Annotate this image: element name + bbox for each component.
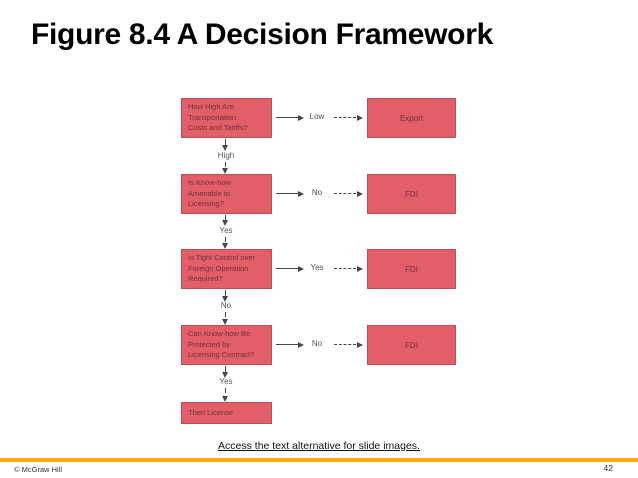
arrowhead-down-icon: [222, 243, 228, 249]
copyright-text: © McGraw Hill: [14, 465, 63, 474]
connector-line-dashed: [225, 237, 226, 242]
flow-node-text: FDI: [405, 264, 418, 274]
flow-node-export: Export: [367, 98, 456, 138]
arrowhead-down-icon: [222, 220, 228, 226]
arrowhead-down-icon: [222, 319, 228, 325]
flow-node-text: Then License: [188, 407, 234, 417]
flow-node-then-license: Then License: [181, 402, 272, 424]
connector-line: [276, 268, 299, 269]
connector-line-dashed: [225, 388, 226, 393]
connector-line: [276, 344, 299, 345]
flow-node-fdi-1: FDI: [367, 174, 456, 214]
flow-node-text: Can Know-how Be Protected by Licensing C…: [188, 329, 255, 360]
accent-bar: [0, 458, 638, 462]
down-label-yes: Yes: [219, 377, 233, 386]
flow-node-text: FDI: [405, 189, 418, 199]
flow-node-text: Is Know-how Amenable to Licensing?: [188, 178, 231, 209]
arrowhead-down-icon: [222, 396, 228, 402]
connector-line: [225, 366, 226, 373]
arrowhead-down-icon: [222, 372, 228, 378]
branch-label-no: No: [311, 339, 323, 348]
flow-node-fdi-3: FDI: [367, 325, 456, 365]
branch-label-low: Low: [309, 112, 325, 121]
connector-line-dashed: [334, 344, 356, 345]
arrowhead-right-icon: [298, 266, 304, 272]
down-label-yes: Yes: [219, 226, 233, 235]
flow-node-text: How High Are Transportation Costs and Ta…: [188, 102, 248, 133]
flow-node-transport-costs: How High Are Transportation Costs and Ta…: [181, 98, 272, 138]
arrowhead-down-icon: [222, 168, 228, 174]
down-label-no: No: [220, 301, 232, 310]
page-number: 42: [603, 463, 613, 473]
arrowhead-right-icon: [298, 191, 304, 197]
arrowhead-right-icon: [357, 191, 363, 197]
arrowhead-down-icon: [222, 145, 228, 151]
text-alternative-link[interactable]: Access the text alternative for slide im…: [218, 440, 420, 452]
flow-node-text: Is Tight Control over Foreign Operation …: [188, 253, 256, 284]
arrowhead-right-icon: [357, 342, 363, 348]
connector-line: [276, 193, 299, 194]
flow-node-knowhow-protected: Can Know-how Be Protected by Licensing C…: [181, 325, 272, 365]
branch-label-yes: Yes: [310, 263, 324, 272]
connector-line-dashed: [334, 193, 356, 194]
flow-node-text: Export: [399, 113, 424, 123]
connector-line-dashed: [225, 162, 226, 167]
connector-line-dashed: [334, 268, 356, 269]
arrowhead-right-icon: [357, 115, 363, 121]
flow-node-text: FDI: [405, 340, 418, 350]
arrowhead-right-icon: [357, 266, 363, 272]
connector-line: [276, 117, 299, 118]
branch-label-no: No: [311, 188, 323, 197]
connector-line: [225, 290, 226, 297]
connector-line: [225, 139, 226, 146]
arrowhead-right-icon: [298, 115, 304, 121]
arrowhead-down-icon: [222, 296, 228, 302]
arrowhead-right-icon: [298, 342, 304, 348]
slide-title: Figure 8.4 A Decision Framework: [31, 18, 493, 51]
flow-node-knowhow-licensing: Is Know-how Amenable to Licensing?: [181, 174, 272, 214]
flow-node-fdi-2: FDI: [367, 249, 456, 289]
flow-node-tight-control: Is Tight Control over Foreign Operation …: [181, 249, 272, 289]
connector-line-dashed: [225, 312, 226, 317]
connector-line: [225, 215, 226, 222]
connector-line-dashed: [334, 117, 356, 118]
down-label-high: High: [217, 151, 235, 160]
